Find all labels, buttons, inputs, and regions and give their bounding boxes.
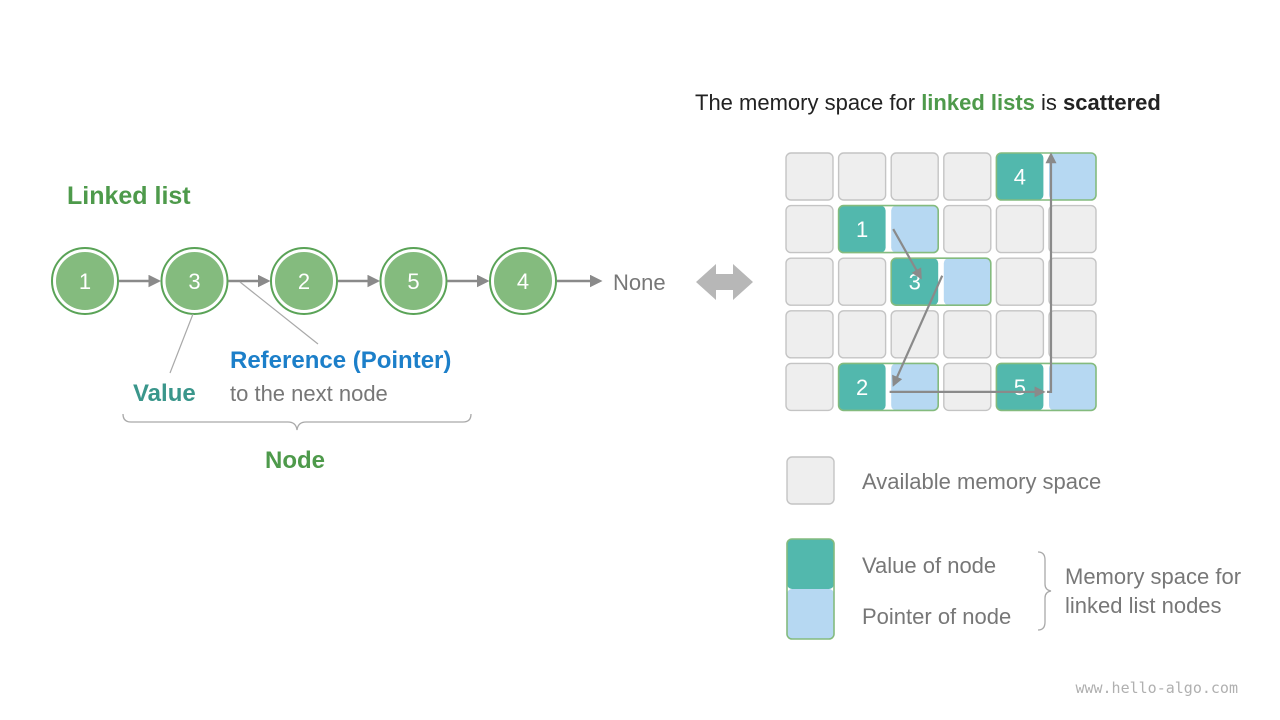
memory-value-cell xyxy=(891,258,939,306)
memory-pointer-cell xyxy=(891,363,939,411)
memory-cell xyxy=(995,257,1045,306)
list-node-4: 4 xyxy=(489,247,557,315)
title-emphasis: scattered xyxy=(1063,90,1161,115)
memory-node-outline xyxy=(837,362,939,412)
list-nodes: 1 3 2 5 4 xyxy=(51,247,557,315)
memory-node-4: 4 xyxy=(995,152,1097,201)
node-brace xyxy=(122,413,472,431)
memory-pointer-cell xyxy=(1049,153,1096,200)
memory-title: The memory space for linked lists is sca… xyxy=(695,90,1161,115)
memory-grid xyxy=(785,152,1097,412)
list-node-1: 1 xyxy=(51,247,119,315)
title-prefix: The memory space for xyxy=(695,90,921,115)
memory-pointer-cell xyxy=(891,205,939,253)
title-middle: is xyxy=(1035,90,1063,115)
memory-pointer-arrow xyxy=(892,228,922,280)
legend-group-line2: linked list nodes xyxy=(1065,593,1222,618)
memory-cell xyxy=(785,362,834,412)
memory-cell xyxy=(785,204,834,254)
watermark: www.hello-algo.com xyxy=(1075,679,1238,697)
memory-nodes: 4 13 2 5 xyxy=(837,152,1097,412)
memory-cell xyxy=(1048,310,1097,359)
value-label: Value xyxy=(133,380,196,407)
memory-pointer-arrow xyxy=(1045,152,1057,393)
list-node-value: 1 xyxy=(79,269,91,294)
reference-leader-line xyxy=(239,281,319,345)
memory-cell xyxy=(995,310,1045,359)
none-terminator: None xyxy=(613,270,666,295)
list-node-value: 3 xyxy=(188,269,200,294)
list-node-5: 5 xyxy=(379,247,448,315)
list-node-2: 2 xyxy=(270,247,338,315)
node-label: Node xyxy=(265,447,325,474)
memory-cell xyxy=(890,310,939,359)
legend-value-swatch xyxy=(787,539,834,589)
reference-label: Reference (Pointer) xyxy=(230,347,451,374)
memory-value-cell xyxy=(996,153,1044,200)
reference-sublabel: to the next node xyxy=(230,381,388,406)
memory-cell xyxy=(943,362,992,412)
memory-cell xyxy=(995,204,1045,254)
memory-cell xyxy=(1048,257,1097,306)
legend-node-outline xyxy=(786,538,835,640)
memory-node-2: 2 xyxy=(837,362,939,412)
list-node-circle xyxy=(165,252,224,310)
memory-node-5: 5 xyxy=(995,362,1097,412)
list-node-circle xyxy=(384,252,443,310)
memory-cell xyxy=(785,152,834,201)
memory-value-cell xyxy=(996,363,1044,411)
list-node-circle xyxy=(275,252,333,310)
memory-value-cell xyxy=(838,363,886,411)
memory-cell xyxy=(943,310,992,359)
memory-node-value: 2 xyxy=(856,375,868,400)
memory-node-3: 3 xyxy=(890,257,992,307)
list-node-circle xyxy=(56,252,114,310)
list-node-value: 4 xyxy=(517,269,529,294)
legend-value-label: Value of node xyxy=(862,553,996,578)
legend-brace xyxy=(1037,551,1052,631)
title-highlight: linked lists xyxy=(921,90,1035,115)
memory-cell xyxy=(837,310,887,359)
list-node-value: 2 xyxy=(298,269,310,294)
memory-node-value: 4 xyxy=(1014,165,1026,190)
memory-value-cell xyxy=(838,205,886,253)
memory-pointer-cell xyxy=(943,258,991,306)
memory-pointer-arrow xyxy=(892,275,944,387)
memory-cell xyxy=(785,257,834,306)
legend-pointer-swatch xyxy=(787,589,834,639)
memory-cell xyxy=(837,257,887,306)
memory-pointer-path xyxy=(889,152,1057,398)
list-node-circle xyxy=(494,252,552,310)
memory-cell xyxy=(785,310,834,359)
list-node-value: 5 xyxy=(407,269,419,294)
list-node-3: 3 xyxy=(160,247,229,315)
memory-node-outline xyxy=(837,204,939,254)
memory-cell xyxy=(1048,204,1097,254)
memory-node-outline xyxy=(890,257,992,307)
linked-list-heading: Linked list xyxy=(67,182,191,210)
memory-node-1: 1 xyxy=(837,204,939,254)
memory-node-value: 5 xyxy=(1014,375,1026,400)
memory-node-value: 1 xyxy=(856,217,868,242)
memory-cell xyxy=(890,152,939,201)
memory-node-outline xyxy=(995,362,1097,412)
memory-cell xyxy=(837,152,887,201)
legend-group-line1: Memory space for xyxy=(1065,564,1241,589)
legend-available-swatch xyxy=(786,456,835,505)
legend-available-label: Available memory space xyxy=(862,469,1101,494)
memory-pointer-cell xyxy=(1049,363,1096,411)
memory-cell xyxy=(943,204,992,254)
legend-pointer-label: Pointer of node xyxy=(862,604,1011,629)
value-leader-line xyxy=(169,313,194,374)
equivalence-double-arrow xyxy=(696,264,753,300)
memory-cell xyxy=(943,152,992,201)
